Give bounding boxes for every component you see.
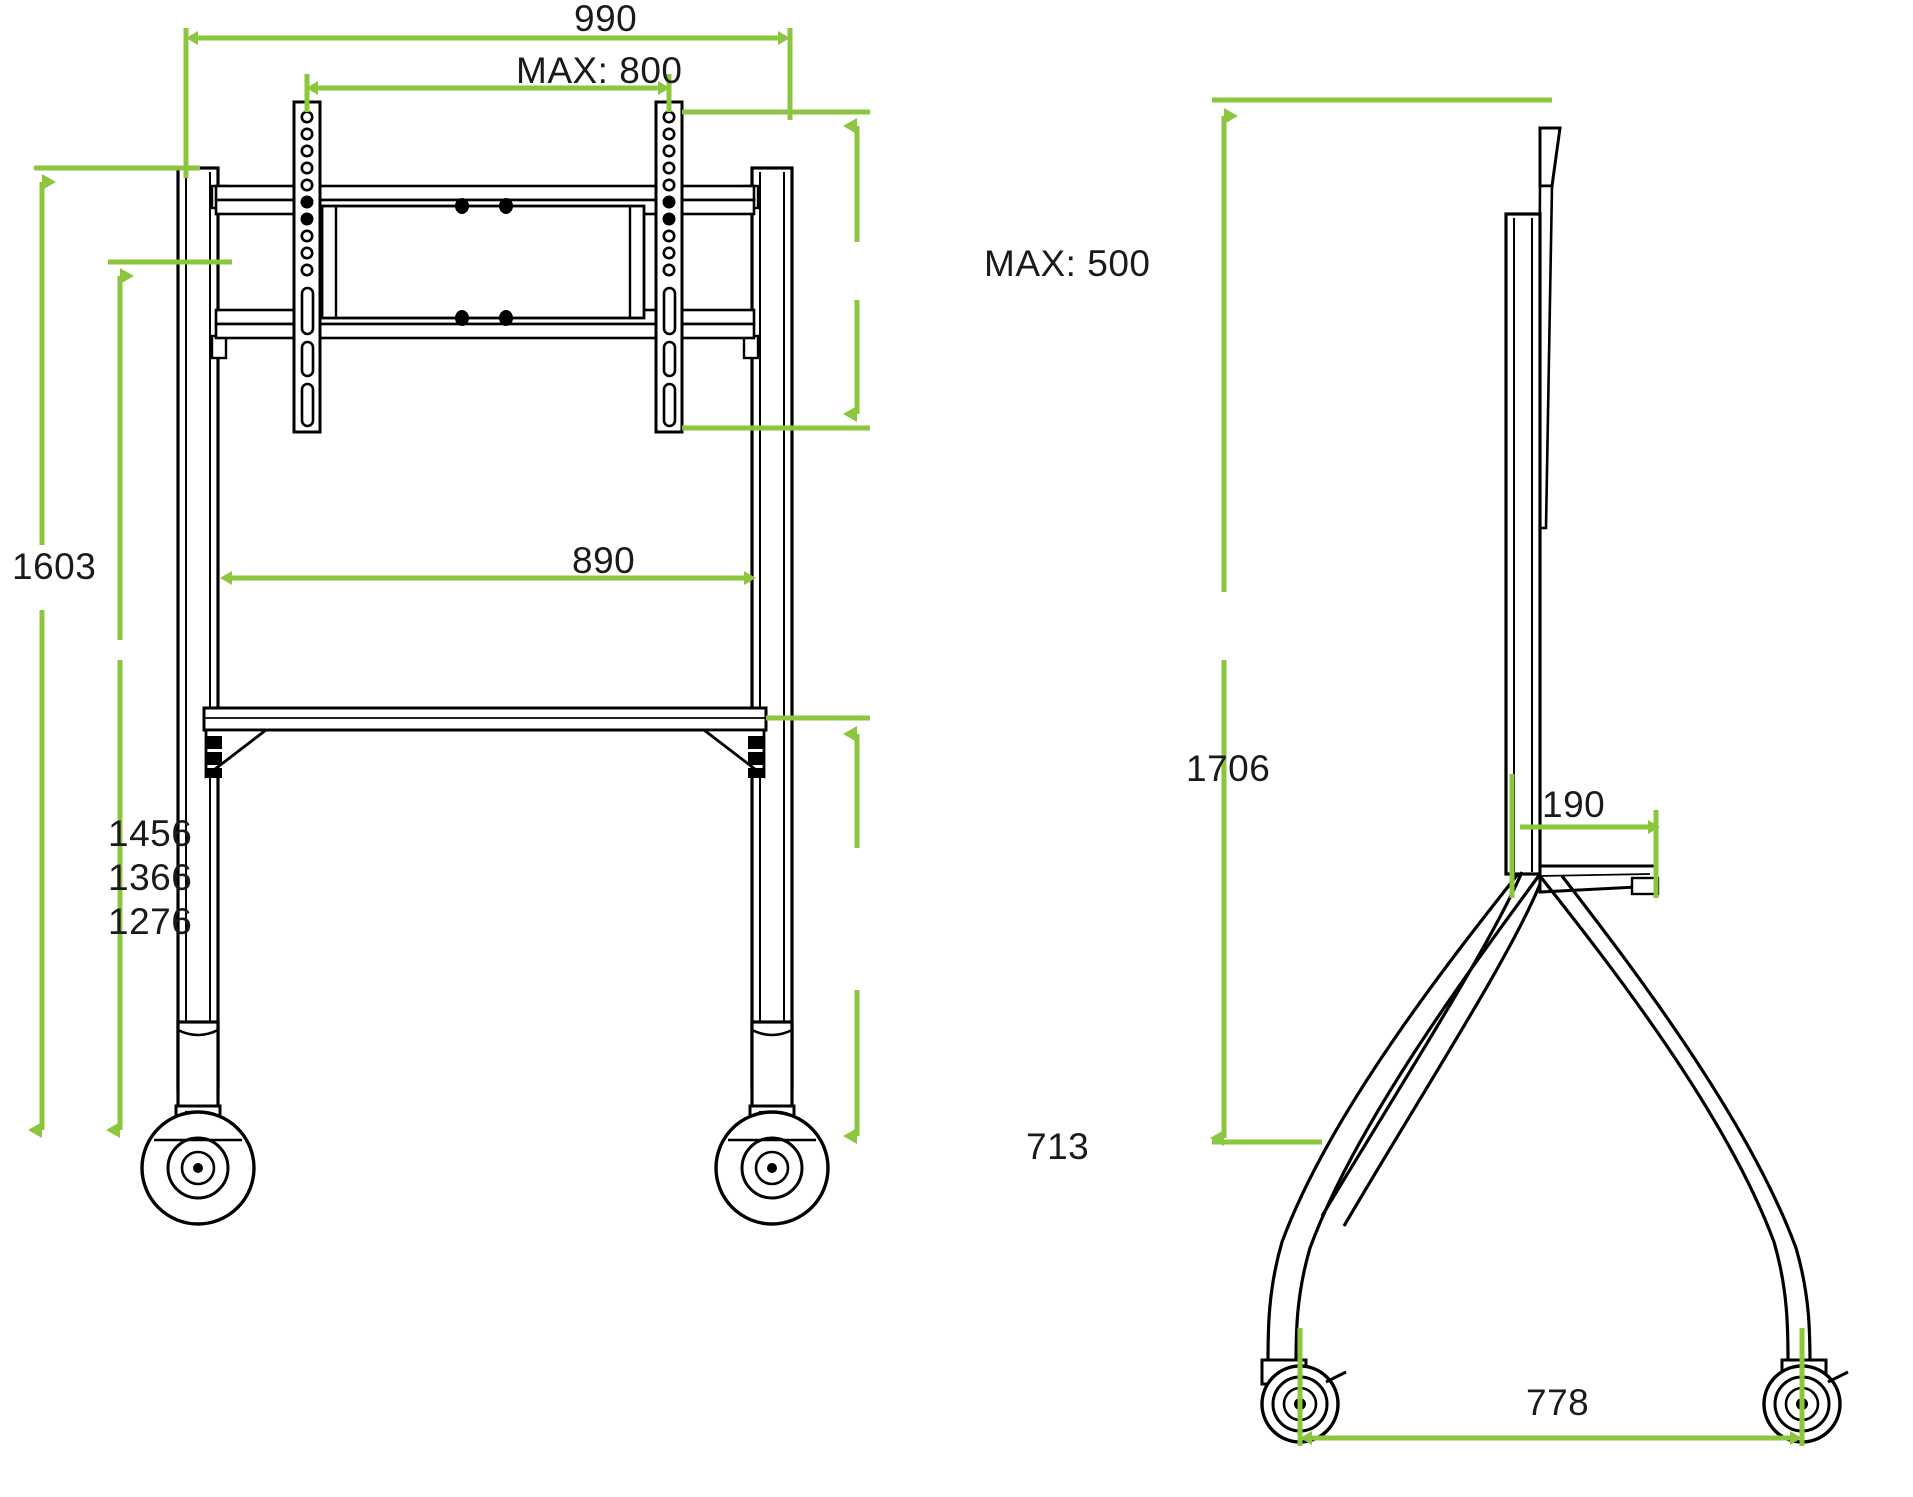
side-view-dimensions (1210, 97, 1805, 1446)
dim-1603 (28, 165, 200, 1138)
side-diagonal-brace (1320, 871, 1542, 1227)
front-right-upright (742, 166, 794, 1136)
front-display-mount (214, 184, 756, 340)
dim-label-overall-height-side: 1706 (1186, 748, 1271, 789)
side-left-caster (1260, 1364, 1347, 1444)
dim-778 (1297, 1328, 1805, 1446)
front-right-caster (714, 1104, 830, 1226)
front-view-geometry (140, 100, 830, 1226)
dim-190 (1509, 774, 1660, 898)
dim-713 (766, 715, 870, 1144)
dim-max-800 (304, 74, 672, 112)
front-shelf (202, 706, 768, 779)
dim-label-shelf-width: 890 (572, 540, 636, 581)
side-mast (1504, 212, 1542, 876)
dim-label-shelf-height: 713 (1026, 1126, 1090, 1167)
dim-max-500 (682, 109, 870, 431)
dim-label-vesa-max-height: MAX: 500 (984, 243, 1151, 284)
dim-label-mount-height-mid: 1366 (108, 857, 193, 898)
dim-label-overall-width: 990 (574, 0, 638, 39)
dim-mount-heights (106, 259, 232, 1138)
side-right-caster (1762, 1364, 1849, 1444)
dim-label-mount-height-low: 1276 (108, 901, 193, 942)
front-view-dimensions (28, 28, 870, 1144)
front-left-caster (140, 1104, 256, 1226)
dim-label-vesa-max-width: MAX: 800 (516, 50, 683, 91)
side-shelf (1538, 864, 1660, 896)
dim-label-overall-height-front: 1603 (12, 546, 97, 587)
dim-1706 (1210, 97, 1552, 1146)
dim-label-shelf-depth: 190 (1542, 784, 1606, 825)
side-base-legs (1266, 873, 1812, 1367)
dim-label-mount-height-high: 1456 (108, 813, 193, 854)
dim-label-base-depth: 778 (1526, 1382, 1590, 1423)
front-left-vesa-strip (292, 100, 322, 434)
front-right-vesa-strip (654, 100, 684, 434)
dim-990 (183, 28, 793, 178)
